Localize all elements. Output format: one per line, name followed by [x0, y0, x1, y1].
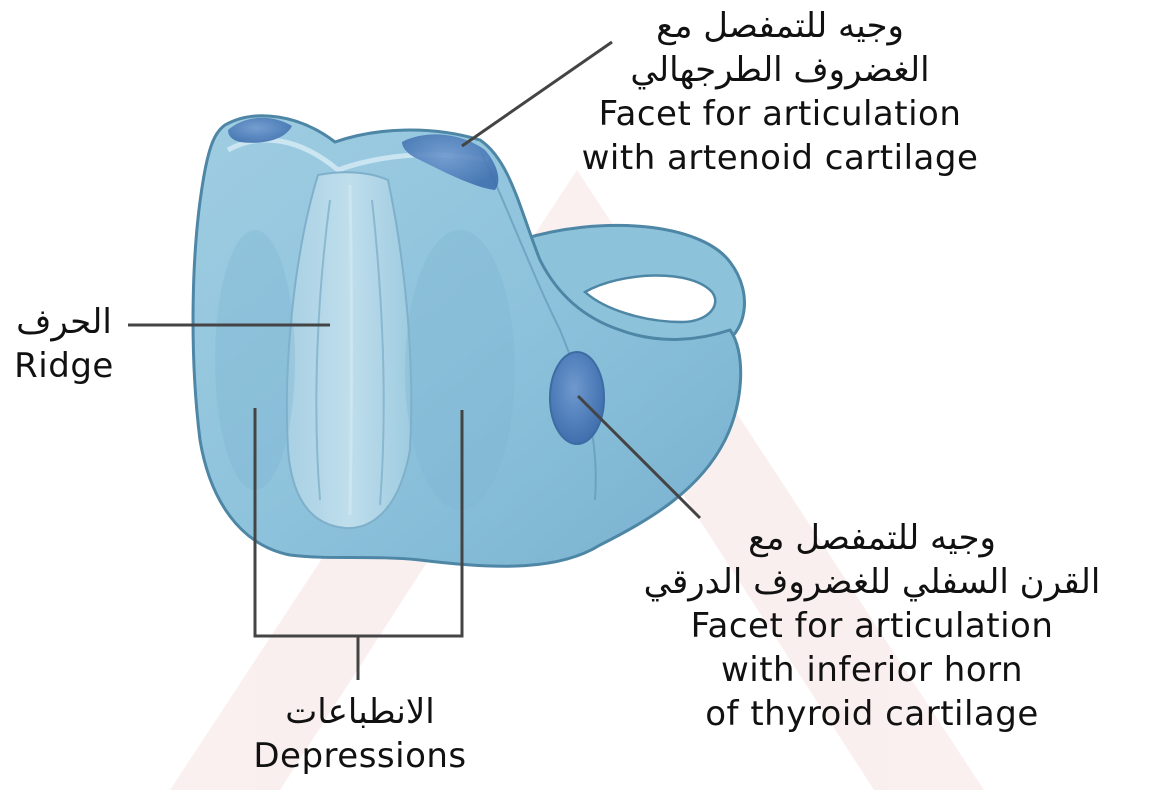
right-depression: [405, 230, 515, 510]
depressions-en: Depressions: [215, 734, 505, 778]
bottom-facet-en-line3: of thyroid cartilage: [592, 692, 1152, 736]
depressions-label: الانطباعات Depressions: [215, 690, 505, 778]
thyroid-facet: [550, 352, 604, 444]
bottom-facet-ar-line2: القرن السفلي للغضروف الدرقي: [592, 560, 1152, 604]
top-facet-en-line1: Facet for articulation: [555, 92, 1005, 136]
ridge-ar: الحرف: [0, 300, 128, 344]
top-facet-ar-line2: الغضروف الطرجهالي: [555, 48, 1005, 92]
median-ridge: [287, 172, 411, 528]
top-facet-en-line2: with artenoid cartilage: [555, 136, 1005, 180]
top-facet-ar-line1: وجيه للتمفصل مع: [555, 4, 1005, 48]
bottom-facet-label: وجيه للتمفصل مع القرن السفلي للغضروف الد…: [592, 516, 1152, 736]
top-facet-label: وجيه للتمفصل مع الغضروف الطرجهالي Facet …: [555, 4, 1005, 180]
depressions-ar: الانطباعات: [215, 690, 505, 734]
ridge-label: الحرف Ridge: [0, 300, 128, 388]
bottom-facet-en-line1: Facet for articulation: [592, 604, 1152, 648]
bottom-facet-ar-line1: وجيه للتمفصل مع: [592, 516, 1152, 560]
ridge-en: Ridge: [0, 344, 128, 388]
bottom-facet-en-line2: with inferior horn: [592, 648, 1152, 692]
cricoid-lamina: [193, 116, 744, 566]
